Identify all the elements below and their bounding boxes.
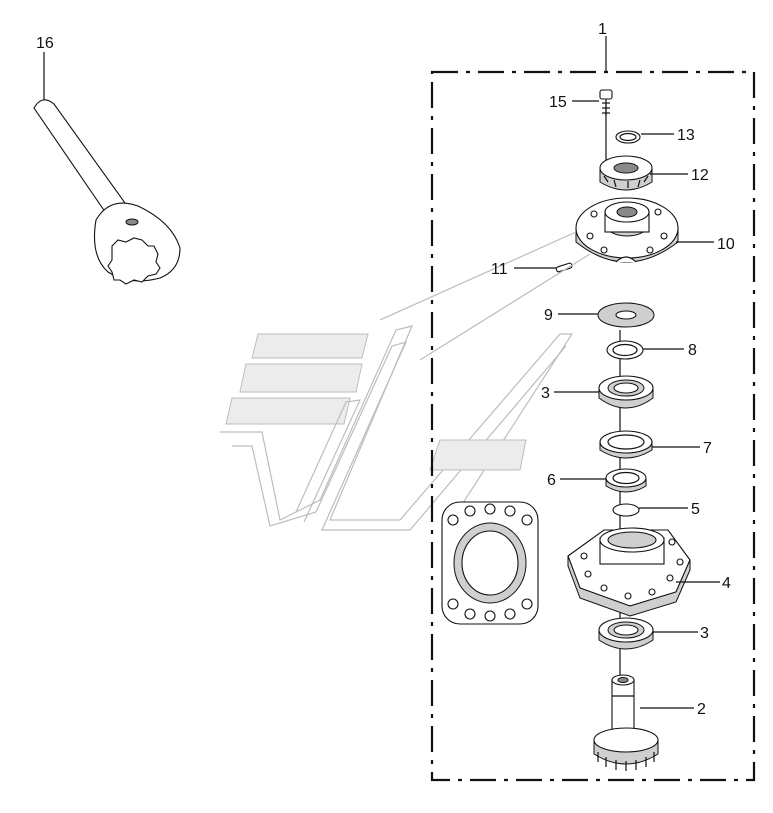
spacer-ring-icon <box>599 430 653 459</box>
housing-icon <box>567 527 691 617</box>
callout-9: 9 <box>544 307 553 324</box>
pin-icon <box>555 262 573 273</box>
o-ring-icon <box>612 503 640 517</box>
housing-top-view-icon <box>441 501 539 625</box>
pinion-shaft-icon <box>593 674 659 771</box>
snap-ring-icon <box>615 130 641 144</box>
callout-7: 7 <box>703 440 712 457</box>
callout-6: 6 <box>547 472 556 489</box>
bearing-upper-icon <box>598 375 654 409</box>
seal-ring-icon <box>606 340 644 360</box>
callout-1: 1 <box>598 21 607 38</box>
callout-5: 5 <box>691 501 700 518</box>
watermark-logo <box>220 325 574 531</box>
seal-icon <box>605 468 647 493</box>
callout-4: 4 <box>722 575 731 592</box>
castellated-nut-icon <box>599 155 653 191</box>
washer-icon <box>597 302 655 328</box>
callout-3-lower: 3 <box>700 625 709 642</box>
leader-lines <box>43 36 720 709</box>
callout-10: 10 <box>717 236 735 253</box>
assembly-boundary <box>430 70 756 782</box>
wrench-icon <box>33 99 181 285</box>
callout-16: 16 <box>36 35 54 52</box>
callout-3-upper: 3 <box>541 385 550 402</box>
callout-labels: 1 2 3 3 4 5 6 7 8 9 10 11 12 13 15 16 <box>36 21 735 718</box>
callout-11: 11 <box>491 261 508 278</box>
callout-2: 2 <box>697 701 706 718</box>
bolt-icon <box>599 89 613 116</box>
bearing-lower-icon <box>598 617 654 650</box>
callout-15: 15 <box>549 94 567 111</box>
callout-12: 12 <box>691 167 709 184</box>
callout-8: 8 <box>688 342 697 359</box>
callout-13: 13 <box>677 127 695 144</box>
flange-plate-icon <box>575 197 679 263</box>
